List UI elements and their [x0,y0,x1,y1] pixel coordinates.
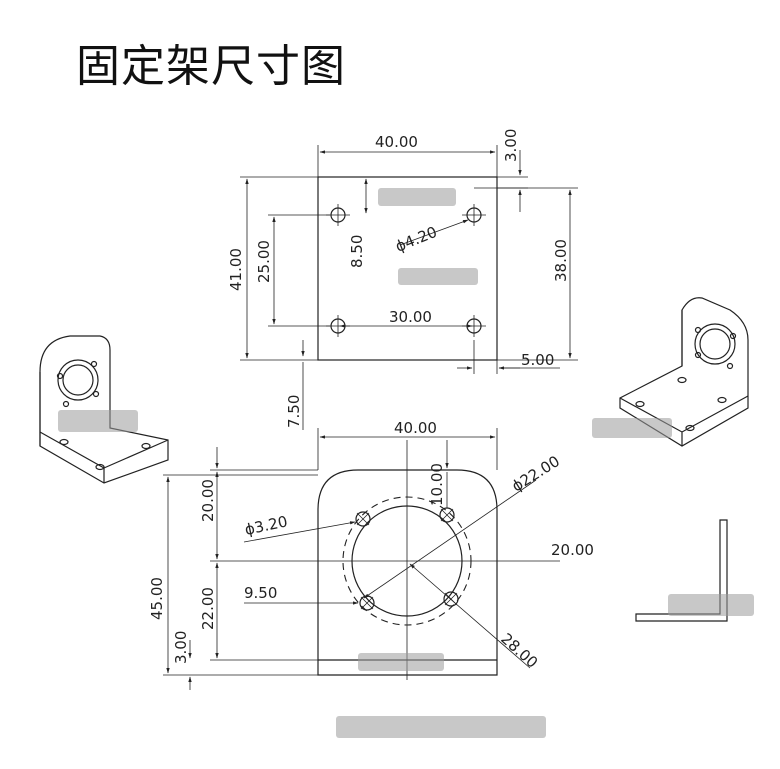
dim-hole-diameter: ϕ4.20 [393,223,440,256]
mount-hole [355,511,371,527]
dim-front-width: 40.00 [394,419,437,437]
dim-top-width: 40.00 [375,133,418,151]
dim-front-side-offset: 9.50 [244,584,277,602]
blurred-caption [336,716,546,738]
dim-front-total-height: 45.00 [148,577,166,620]
dim-right-height: 38.00 [552,239,570,282]
front-view: 40.00 20.00 10.00 ϕ22.00 ϕ3.20 20.00 45.… [148,419,594,690]
side-profile [635,519,754,622]
blurred-label [398,268,478,285]
dim-bottom-offset: 7.50 [285,395,303,428]
dim-front-base: 3.00 [172,631,190,664]
dim-right-offset: 5.00 [521,351,554,369]
dim-hole-offset: 8.50 [348,235,366,268]
dim-front-lower: 22.00 [199,587,217,630]
blurred-label [358,653,444,671]
top-view: 40.00 3.00 41.00 25.00 8.50 ϕ4.20 30.00 … [227,129,578,430]
dim-front-top-half: 20.00 [199,479,217,522]
front-plate-outline [317,469,498,676]
top-plate-outline [317,176,498,361]
page-title: 固定架尺寸图 [76,41,346,92]
bracket-3d-right [592,297,749,447]
dim-front-diagonal: 28.00 [497,630,541,672]
blurred-label [378,188,456,206]
dim-hole-spacing-v: 25.00 [255,240,273,283]
top-hole [462,204,486,226]
dim-big-diameter: ϕ22.00 [509,452,563,495]
bracket-3d-left [39,335,169,484]
dim-top-height: 41.00 [227,248,245,291]
dim-hole-spacing-h: 30.00 [389,308,432,326]
dim-front-right: 20.00 [551,541,594,559]
dim-front-top-small: 10.00 [428,463,446,506]
dim-top-offset: 3.00 [502,129,520,162]
